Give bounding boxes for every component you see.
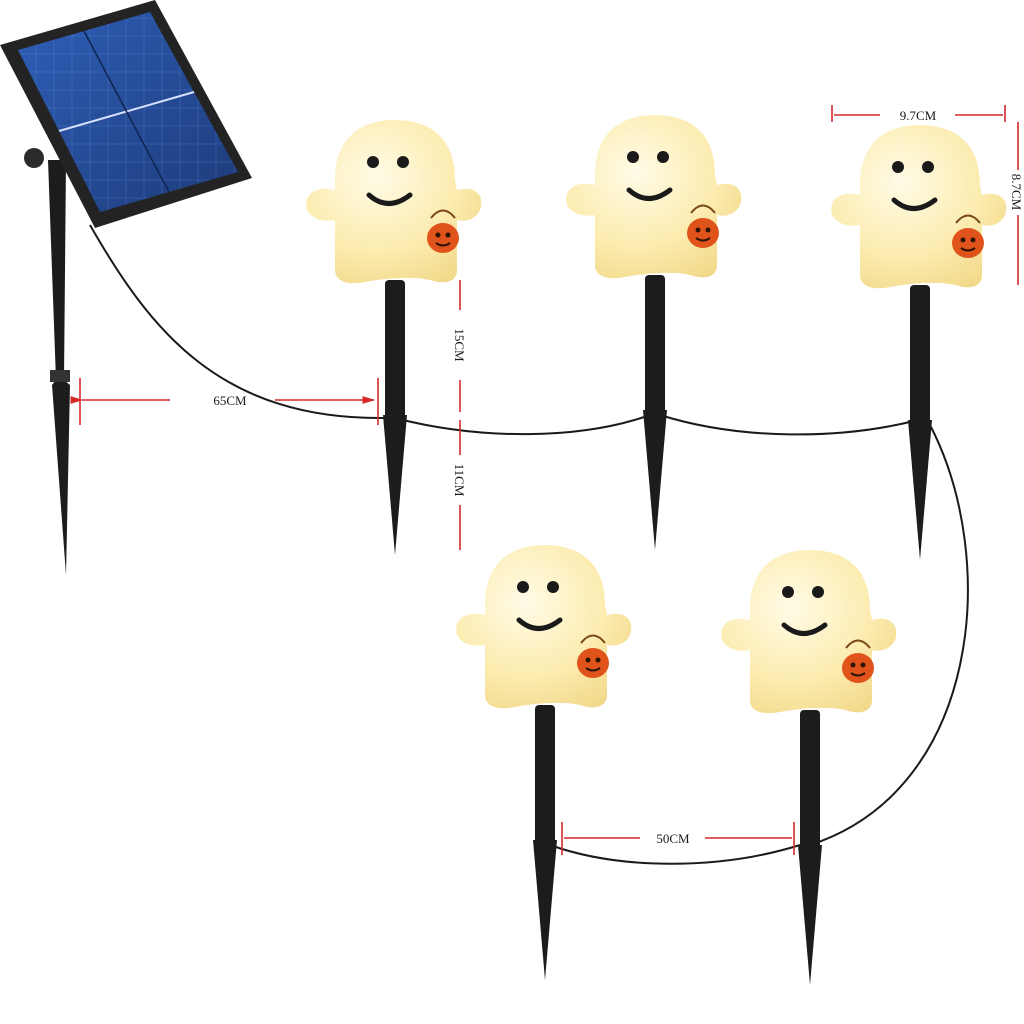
pumpkin-bucket-icon [427, 209, 459, 253]
solar-panel-icon [0, 0, 252, 575]
dimension-label-stake-lower: 11CM [452, 464, 467, 497]
connecting-wire [89, 224, 969, 865]
dimension-label-ghost-height: 8.7CM [1009, 174, 1024, 211]
ghost-light-icon [721, 550, 896, 985]
ghost-light-icon [456, 545, 631, 980]
dimension-label-ghost-width: 9.7CM [900, 108, 937, 123]
dimension-label-spacing-first: 65CM [213, 393, 247, 408]
dimension-lines [70, 105, 1019, 855]
stake [383, 280, 407, 555]
dimension-label-spacing-bottom: 50CM [656, 831, 690, 846]
ghost-light-icon [566, 115, 741, 550]
ghost-light-icon [831, 125, 1006, 560]
dimension-label-stake-upper: 15CM [452, 328, 467, 362]
ghost-light-icon [306, 120, 482, 555]
